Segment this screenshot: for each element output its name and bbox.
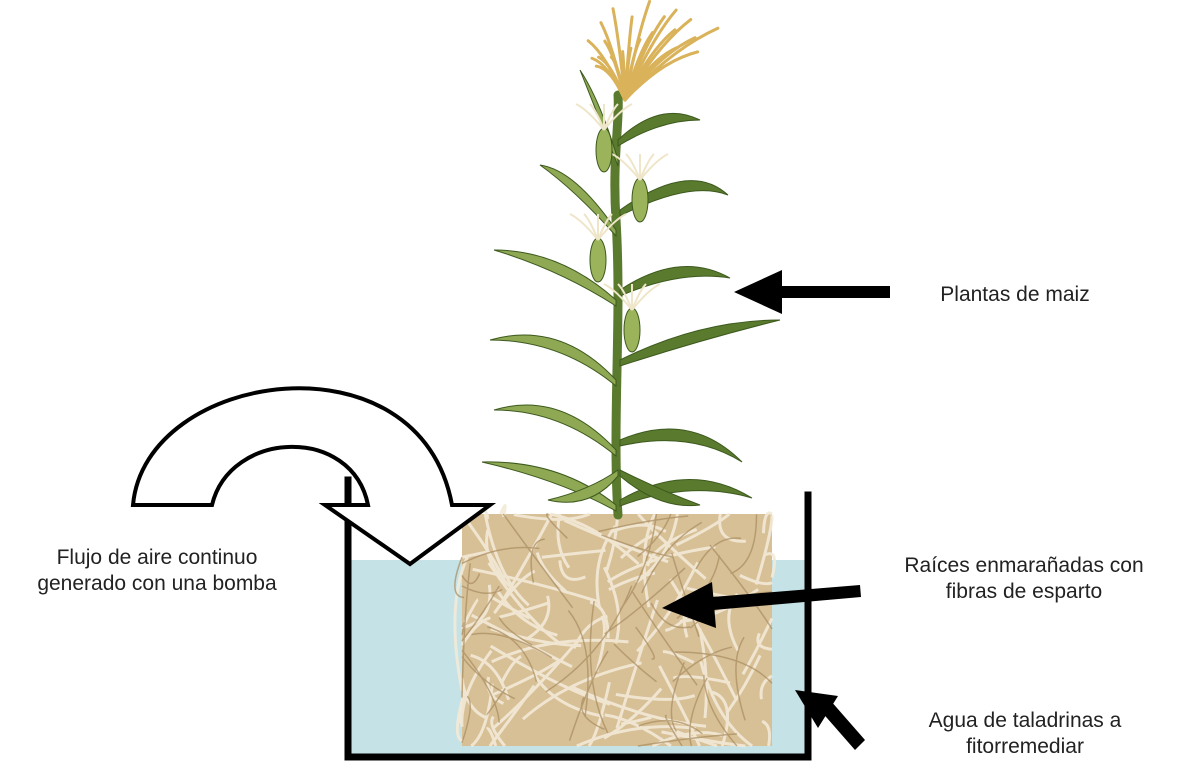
label-roots-line1: Raíces enmarañadas con [868, 553, 1180, 579]
plant-arrow [734, 270, 890, 314]
label-roots-line2: fibras de esparto [868, 579, 1180, 605]
label-plant-text: Plantas de maiz [900, 282, 1130, 308]
label-roots: Raíces enmarañadas con fibras de esparto [868, 553, 1180, 605]
label-air: Flujo de aire continuo generado con una … [2, 545, 312, 597]
label-water-line2: fitorremediar [880, 734, 1170, 760]
label-water-line1: Agua de taladrinas a [880, 708, 1170, 734]
corn-plant [482, 1, 780, 515]
label-plant: Plantas de maiz [900, 282, 1130, 308]
label-air-line2: generado con una bomba [2, 571, 312, 597]
label-air-line1: Flujo de aire continuo [2, 545, 312, 571]
label-water: Agua de taladrinas a fitorremediar [880, 708, 1170, 760]
root-mass [455, 506, 775, 746]
air-flow-arrow [133, 388, 490, 564]
